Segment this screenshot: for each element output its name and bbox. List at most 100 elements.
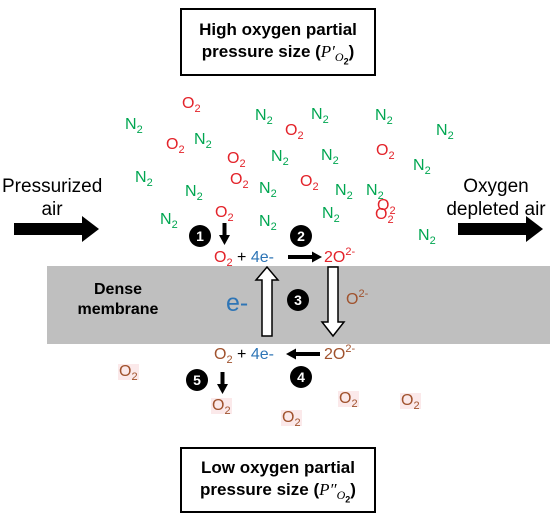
- n2-base: N: [194, 131, 206, 148]
- o2-base: O: [182, 95, 195, 112]
- o2-molecule: O2: [377, 197, 396, 217]
- low-pressure-line1: Low oxygen partial: [201, 458, 355, 477]
- o2-sub: 2: [388, 150, 395, 162]
- step5-arrow: [217, 372, 228, 394]
- step2-arrow: [288, 251, 322, 263]
- n2-molecule: N2: [259, 180, 277, 200]
- low-pressure-line2-row: pressure size (P″O2): [182, 479, 374, 511]
- n2-sub: 2: [171, 219, 178, 231]
- o2-sub: 2: [178, 144, 185, 156]
- electron-label: e-: [226, 289, 249, 317]
- low-pressure-box: Low oxygen partial pressure size (P″O2): [180, 447, 376, 513]
- step-3-marker: 3: [287, 289, 309, 311]
- n2-sub: 2: [146, 177, 153, 189]
- n2-molecule: N2: [194, 131, 212, 151]
- depleted-air-line1: Oxygen: [463, 176, 529, 197]
- o2-molecule: O2: [227, 150, 246, 170]
- membrane-label: Dense membrane: [68, 280, 168, 320]
- o2-sub: 2: [194, 103, 201, 115]
- step-1-marker: 1: [189, 225, 211, 247]
- o2-sub: 2: [413, 400, 420, 412]
- n2-base: N: [418, 227, 430, 244]
- membrane-ion-sup: 2-: [358, 288, 369, 300]
- low-pressure-close: ): [350, 480, 356, 499]
- membrane-label-line1: Dense: [93, 281, 143, 298]
- o2-sub: 2: [297, 130, 304, 142]
- o2-sub: 2: [387, 214, 394, 226]
- n2-molecule: N2: [366, 182, 384, 202]
- high-pressure-line2-row: pressure size (P′O2): [182, 41, 374, 73]
- step-2-marker: 2: [290, 225, 312, 247]
- high-pressure-subsub: 2: [343, 56, 349, 67]
- n2-sub: 2: [270, 221, 277, 233]
- n2-molecule: N2: [185, 183, 203, 203]
- n2-sub: 2: [322, 114, 329, 126]
- n2-base: N: [271, 148, 283, 165]
- high-pressure-line1: High oxygen partial: [199, 20, 357, 39]
- step1-arrow: [219, 223, 230, 245]
- n2-sub: 2: [447, 130, 454, 142]
- n2-base: N: [335, 182, 347, 199]
- o2-sub: 2: [351, 398, 358, 410]
- n2-molecule: N2: [418, 227, 436, 247]
- depleted-air-label: Oxygen depleted air: [440, 175, 550, 221]
- o2-molecule: O2: [285, 122, 304, 142]
- membrane-ion-base: O: [346, 291, 359, 308]
- n2-base: N: [322, 205, 334, 222]
- n2-base: N: [255, 107, 267, 124]
- o2-base: O: [377, 197, 390, 214]
- o2-base: O: [282, 409, 295, 426]
- n2-sub: 2: [346, 190, 353, 202]
- pressurized-air-line1: Pressurized: [2, 176, 103, 197]
- o2-molecule: O2: [182, 95, 201, 115]
- n2-molecule: N2: [311, 107, 329, 126]
- n2-sub: 2: [377, 190, 384, 202]
- n2-base: N: [259, 213, 271, 230]
- high-pressure-line2: pressure size (: [201, 42, 321, 61]
- step4-arrow: [286, 348, 320, 360]
- o2-molecule: O2: [230, 171, 249, 191]
- electron-arrow: [254, 265, 280, 337]
- n2-molecule: N2: [436, 123, 454, 142]
- depleted-air-line2: depleted air: [446, 199, 546, 220]
- o2-permeate-molecule: O2: [400, 393, 421, 412]
- step-4-marker: 4: [290, 366, 312, 388]
- n2-sub: 2: [205, 139, 212, 151]
- bottom-reaction: O2 + 4e-: [214, 346, 274, 366]
- o2-base: O: [230, 171, 243, 188]
- n2-molecule: N2: [255, 107, 273, 127]
- o2-sub: 2: [131, 371, 138, 383]
- top-reaction: O2 + 4e-: [214, 250, 274, 269]
- n2-molecule: N2: [413, 157, 431, 177]
- n2-molecule: N2: [375, 107, 393, 127]
- n2-molecule: N2: [125, 117, 143, 136]
- n2-molecule: N2: [322, 205, 340, 225]
- n2-molecule: N2: [335, 182, 353, 202]
- o2-permeate-molecule: O2: [118, 364, 139, 383]
- step-5-marker: 5: [186, 369, 208, 391]
- low-pressure-subsub: 2: [345, 494, 351, 505]
- o2-base: O: [166, 136, 179, 153]
- n2-base: N: [413, 157, 425, 174]
- n2-base: N: [259, 180, 271, 197]
- o2-molecule: O2: [376, 143, 395, 162]
- o2-permeate-molecule: O2: [281, 409, 302, 429]
- n2-sub: 2: [332, 155, 339, 167]
- bottom-reaction-plus: +: [232, 346, 251, 363]
- top-reaction-product: 2O2-: [324, 247, 355, 266]
- n2-sub: 2: [266, 115, 273, 127]
- n2-base: N: [375, 107, 387, 124]
- o2-base: O: [285, 122, 298, 139]
- n2-sub: 2: [196, 191, 203, 203]
- o2-permeate-molecule: O2: [338, 390, 359, 410]
- pressurized-air-line2: air: [41, 199, 63, 220]
- n2-base: N: [185, 183, 197, 200]
- o2-base: O: [339, 390, 352, 407]
- n2-base: N: [366, 182, 378, 199]
- n2-sub: 2: [136, 124, 143, 136]
- bottom-reaction-o2-sub: 2: [226, 354, 233, 366]
- o2-base: O: [227, 150, 240, 167]
- n2-sub: 2: [386, 115, 393, 127]
- n2-sub: 2: [333, 213, 340, 225]
